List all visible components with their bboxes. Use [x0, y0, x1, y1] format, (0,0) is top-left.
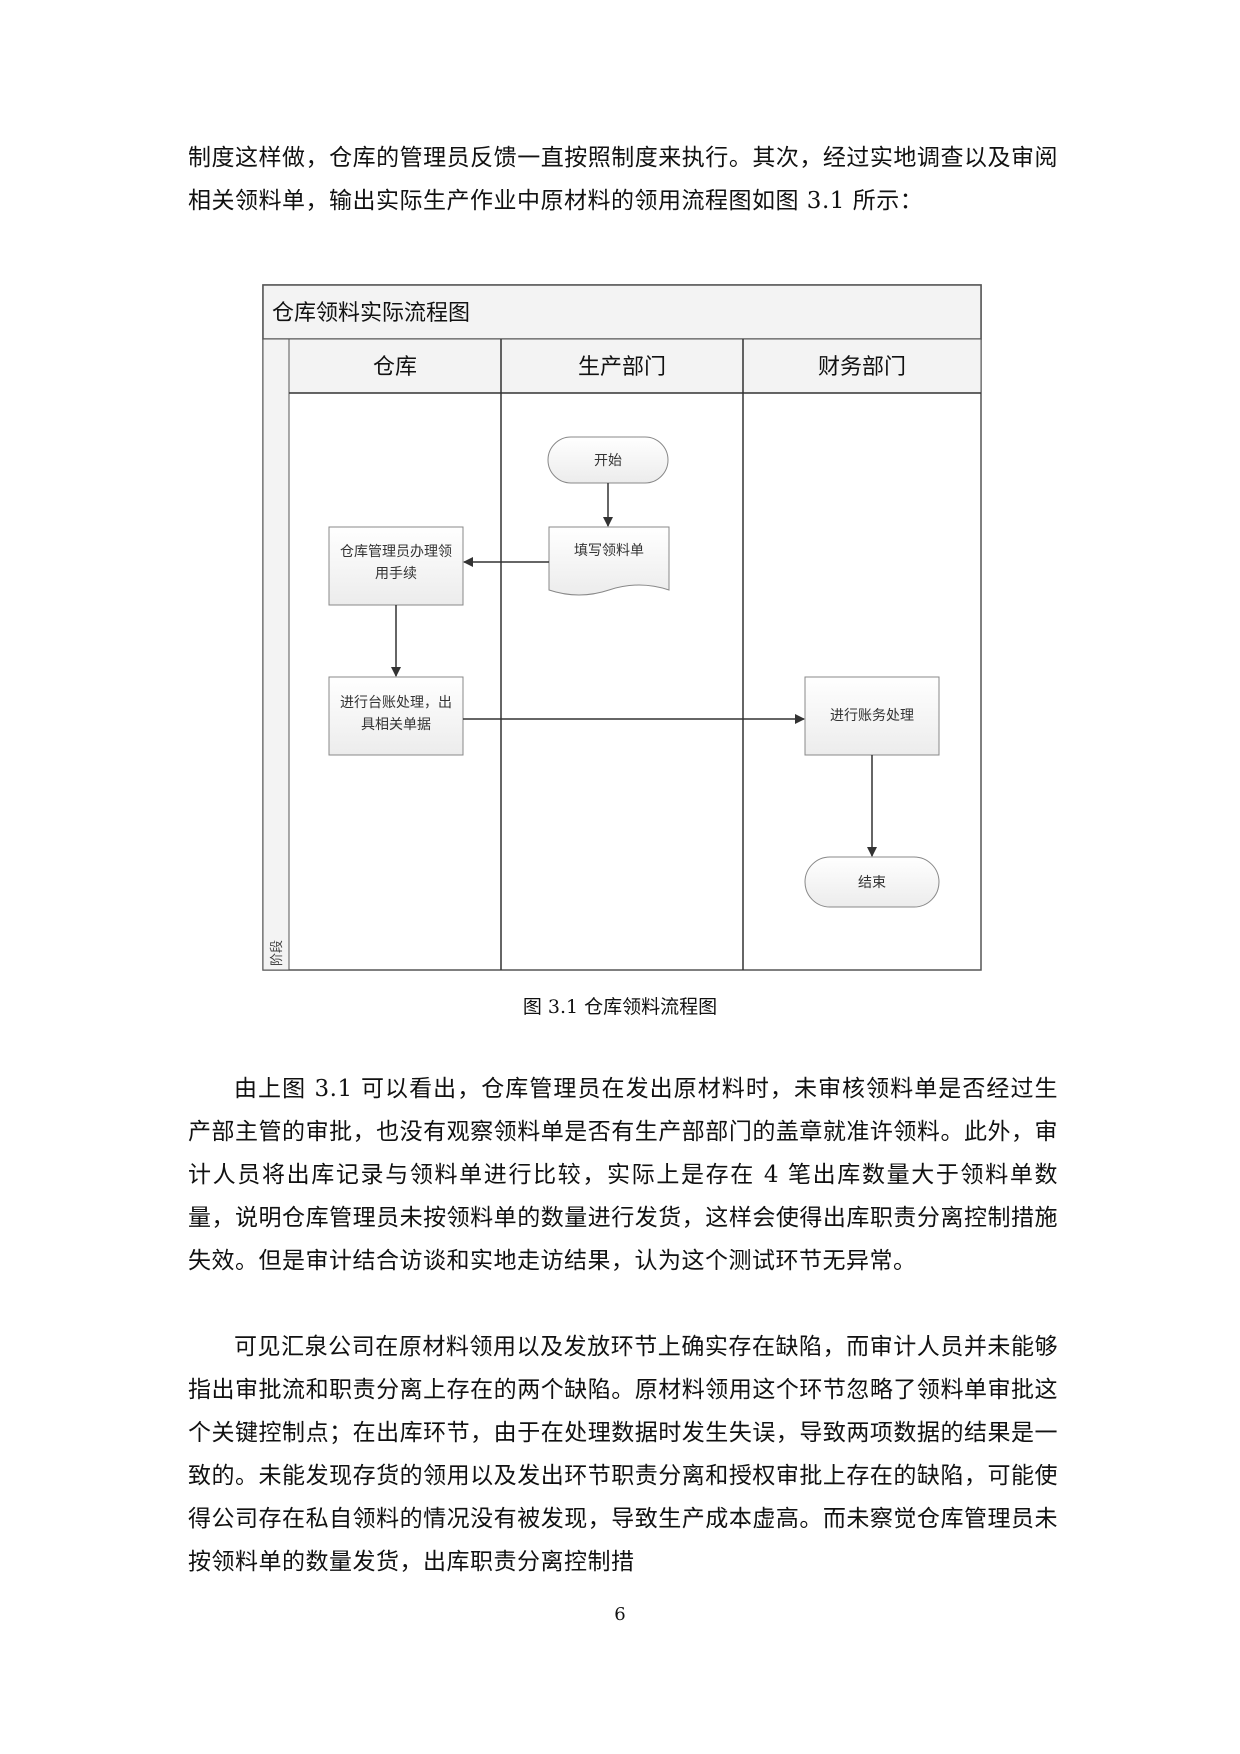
page-number: 6: [614, 1604, 626, 1625]
lane-finance: 财务部门: [818, 355, 906, 380]
figure-caption: 图 3.1 仓库领料流程图: [522, 996, 718, 1018]
node-start-label: 开始: [594, 453, 622, 469]
lane-header-bar: [288, 338, 982, 394]
node-end: [804, 856, 940, 908]
node-end-label: 结束: [858, 875, 886, 891]
paragraph-3: 可见汇泉公司在原材料领用以及发放环节上确实存在缺陷，而审计人员并未能够指出审批流…: [188, 1334, 1058, 1575]
lane-warehouse: 仓库: [373, 355, 417, 380]
node-ledger-line2: 具相关单据: [361, 717, 431, 733]
node-accounting-label: 进行账务处理: [830, 708, 914, 724]
node-warehouse-handle-line2: 用手续: [375, 565, 417, 582]
flowchart-title-bar: [262, 284, 982, 340]
flowchart-frame: [262, 284, 982, 971]
flowchart-title: 仓库领料实际流程图: [272, 301, 470, 326]
flowchart: 仓库领料实际流程图 阶段 仓库 生产部门 财务部门 开始 填写领料单 仓库管理员…: [262, 284, 982, 971]
paragraph-2: 由上图 3.1 可以看出，仓库管理员在发出原材料时，未审核领料单是否经过生产部主…: [188, 1076, 1058, 1274]
node-fill-form: [548, 526, 670, 596]
node-fill-form-label: 填写领料单: [574, 543, 644, 559]
node-warehouse-handle-line1: 仓库管理员办理领: [340, 544, 452, 560]
node-accounting: [804, 676, 940, 756]
stage-column: [262, 338, 290, 971]
paragraph-1: 制度这样做，仓库的管理员反馈一直按照制度来执行。其次，经过实地调查以及审阅相关领…: [188, 145, 1058, 214]
stage-label: 阶段: [270, 940, 285, 966]
node-warehouse-handle: [328, 526, 464, 606]
node-ledger-line1: 进行台账处理，出: [340, 695, 452, 711]
lane-production: 生产部门: [578, 355, 666, 380]
node-ledger: [328, 676, 464, 756]
